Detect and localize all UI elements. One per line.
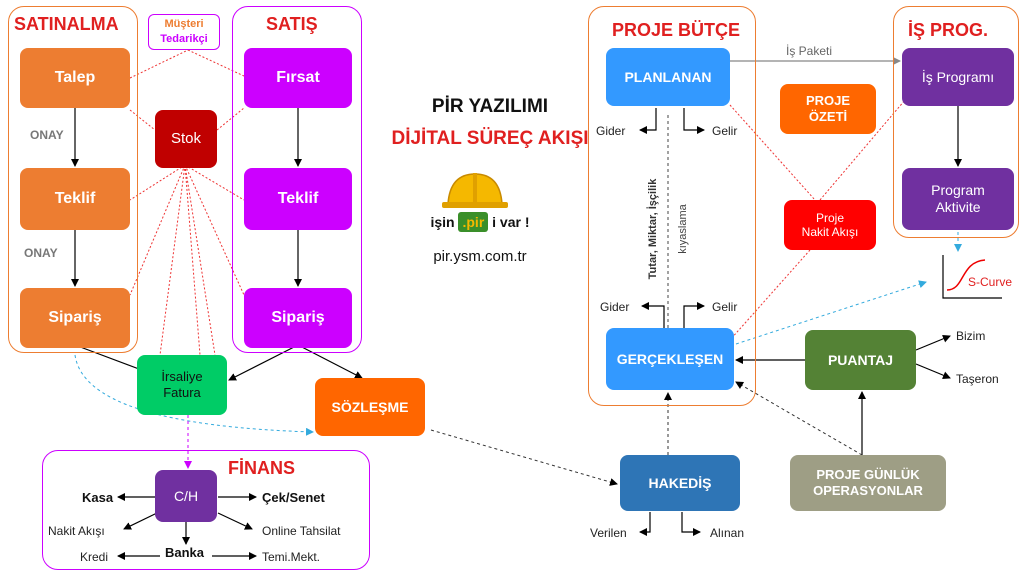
bizim-label: Bizim <box>956 329 986 343</box>
musteri-tedarikci-tag: Müşteri Tedarikçi <box>148 14 220 50</box>
puantaj-box[interactable]: PUANTAJ <box>805 330 916 390</box>
program-aktivite-box[interactable]: Program Aktivite <box>902 168 1014 230</box>
gerceklesen-box[interactable]: GERÇEKLEŞEN <box>606 328 734 390</box>
irsaliye-fatura-box[interactable]: İrsaliye Fatura <box>137 355 227 415</box>
gider-label-top: Gider <box>596 124 626 138</box>
onay-label-2: ONAY <box>24 246 58 260</box>
is-paketi-label: İş Paketi <box>786 44 833 58</box>
main-title: PİR YAZILIMI <box>431 96 549 117</box>
logo-text: işin .pir i var ! <box>410 212 550 232</box>
logo-left-text: işin <box>430 214 455 230</box>
proje-ozeti-box[interactable]: PROJE ÖZETİ <box>780 84 876 134</box>
ch-box[interactable]: C/H <box>155 470 217 522</box>
taseron-label: Taşeron <box>956 372 999 386</box>
satis-title: SATIŞ <box>266 14 318 34</box>
logo-pir-text: .pir <box>458 212 489 232</box>
alinan-label: Alınan <box>710 526 745 540</box>
s-curve-label: S-Curve <box>968 275 1013 289</box>
finans-group <box>42 450 370 570</box>
siparis-box-satinalma[interactable]: Sipariş <box>20 288 130 348</box>
hakedis-box[interactable]: HAKEDİŞ <box>620 455 740 511</box>
siparis-box-satis[interactable]: Sipariş <box>244 288 352 348</box>
online-tahsilat-label: Online Tahsilat <box>262 524 341 538</box>
talep-box[interactable]: Talep <box>20 48 130 108</box>
helmet-icon <box>440 170 510 216</box>
kasa-label: Kasa <box>82 490 114 505</box>
proje-butce-title: PROJE BÜTÇE <box>612 20 741 40</box>
teklif-box-satinalma[interactable]: Teklif <box>20 168 130 230</box>
tedarikci-label: Tedarikçi <box>160 33 208 45</box>
verilen-label: Verilen <box>590 526 627 540</box>
musteri-label: Müşteri <box>164 18 204 30</box>
gelir-label-top: Gelir <box>712 124 738 138</box>
teklif-box-satis[interactable]: Teklif <box>244 168 352 230</box>
temi-mekt-label: Temi.Mekt. <box>262 550 321 564</box>
planlanan-box[interactable]: PLANLANAN <box>606 48 730 106</box>
banka-label: Banka <box>165 545 205 560</box>
nakit-akisi-label: Nakit Akışı <box>48 524 105 538</box>
main-subtitle: DİJİTAL SÜREÇ AKIŞI <box>391 128 589 149</box>
satinalma-title: SATINALMA <box>14 14 119 34</box>
onay-label-1: ONAY <box>30 128 64 142</box>
proje-nakit-akisi-box[interactable]: Proje Nakit Akışı <box>784 200 876 250</box>
is-prog-group <box>893 6 1019 238</box>
satinalma-group <box>8 6 138 353</box>
kredi-label: Kredi <box>80 550 109 564</box>
satis-group <box>232 6 362 353</box>
site-url[interactable]: pir.ysm.com.tr <box>433 248 527 265</box>
tutar-label: Tutar, Miktar, İşçilik <box>647 178 659 280</box>
gelir-label-bottom: Gelir <box>712 300 738 314</box>
kiyaslama-label: kıyaslama <box>677 204 689 254</box>
sozlesme-box[interactable]: SÖZLEŞME <box>315 378 425 436</box>
is-programi-box[interactable]: İş Programı <box>902 48 1014 106</box>
gider-label-bottom: Gider <box>600 300 630 314</box>
is-prog-title: İŞ PROG. <box>908 20 989 40</box>
logo-right-text: i var ! <box>492 214 530 230</box>
proje-gunluk-operasyonlar-box[interactable]: PROJE GÜNLÜK OPERASYONLAR <box>790 455 946 511</box>
firsat-box[interactable]: Fırsat <box>244 48 352 108</box>
proje-butce-group <box>588 6 756 406</box>
finans-title: FİNANS <box>228 458 295 478</box>
stok-box[interactable]: Stok <box>155 110 217 168</box>
cek-senet-label: Çek/Senet <box>262 490 325 505</box>
